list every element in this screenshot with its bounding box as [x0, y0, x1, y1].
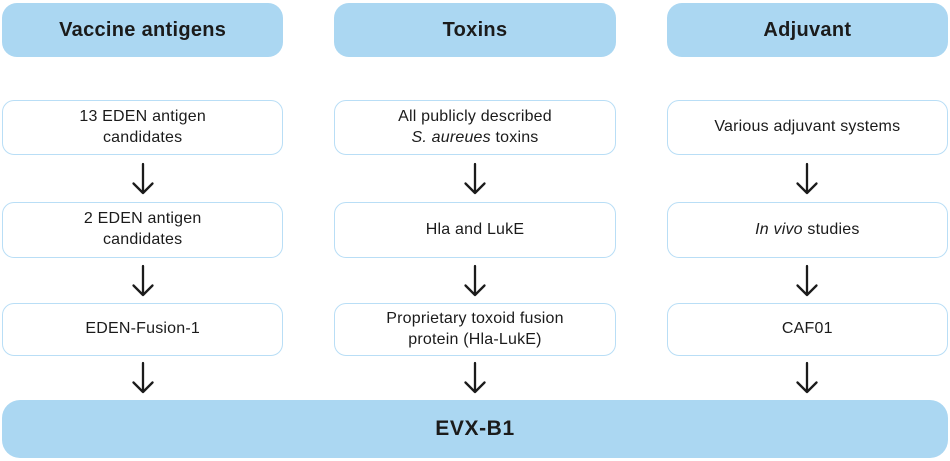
- down-arrow-icon: [667, 155, 948, 202]
- down-arrow-icon: [334, 258, 615, 303]
- step-box-all-toxins: All publicly described S. aureues toxins: [334, 100, 616, 155]
- step-box-eden-13-candidates: 13 EDEN antigen candidates: [2, 100, 284, 155]
- step-box-eden-fusion-1: EDEN-Fusion-1: [2, 303, 284, 356]
- step-text: S. aureues toxins: [411, 128, 539, 146]
- down-arrow-icon: [667, 258, 948, 303]
- step-box-in-vivo-studies: In vivo studies: [666, 202, 948, 258]
- column-header-vaccine-antigens: Vaccine antigens: [2, 3, 284, 57]
- header-gap: [2, 57, 948, 100]
- down-arrow-icon: [2, 356, 283, 400]
- result-label: EVX-B1: [435, 417, 515, 440]
- down-arrow-icon: [667, 356, 948, 400]
- step-box-eden-2-candidates: 2 EDEN antigen candidates: [2, 202, 284, 258]
- step-text: candidates: [102, 231, 183, 248]
- column-header-toxins: Toxins: [334, 3, 616, 57]
- step-box-various-adjuvants: Various adjuvant systems: [666, 100, 948, 155]
- step-text: Hla and LukE: [425, 220, 525, 238]
- step-text: All publicly described: [398, 107, 552, 125]
- step-box-caf01: CAF01: [666, 303, 948, 356]
- down-arrow-icon: [2, 258, 283, 303]
- step-text: Various adjuvant systems: [714, 118, 901, 136]
- step-text: Proprietary toxoid fusion: [386, 309, 564, 327]
- step-box-hla-luke: Hla and LukE: [334, 202, 616, 258]
- down-arrow-icon: [334, 155, 615, 202]
- step-box-toxoid-fusion-protein: Proprietary toxoid fusion protein (Hla-L…: [334, 303, 616, 356]
- down-arrow-icon: [334, 356, 615, 400]
- result-bar-evx-b1: EVX-B1: [2, 400, 948, 458]
- step-text: 13 EDEN antigen: [79, 107, 206, 125]
- down-arrow-icon: [2, 155, 283, 202]
- column-header-adjuvant: Adjuvant: [666, 3, 948, 57]
- step-text: In vivo studies: [755, 220, 860, 238]
- step-text: 2 EDEN antigen: [83, 210, 202, 228]
- flowchart-grid: Vaccine antigens Toxins Adjuvant 13 EDEN…: [2, 3, 948, 400]
- step-text: protein (Hla-LukE): [408, 330, 542, 348]
- step-text: CAF01: [781, 320, 833, 338]
- step-text: candidates: [102, 128, 183, 146]
- step-text: EDEN-Fusion-1: [85, 320, 200, 338]
